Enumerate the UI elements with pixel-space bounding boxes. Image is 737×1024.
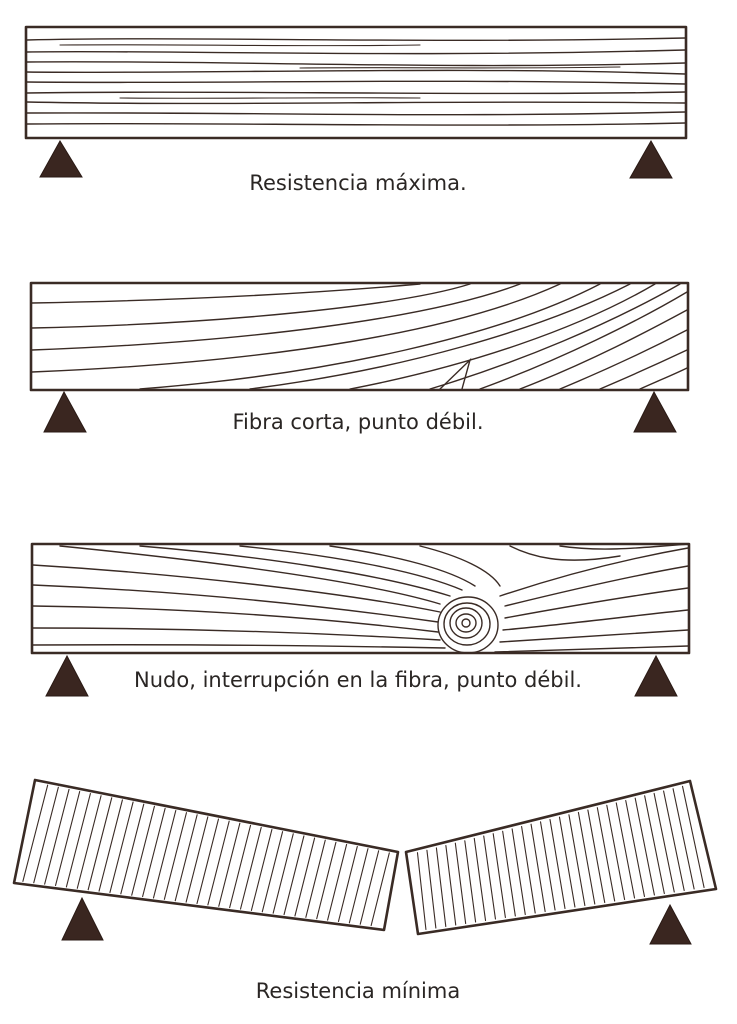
fiber-line — [587, 809, 606, 904]
fiber-line — [596, 807, 616, 902]
fiber-line — [196, 818, 220, 905]
fiber-line — [207, 820, 230, 906]
fiber-line — [653, 792, 675, 893]
fiber-line — [152, 809, 177, 899]
support-right-3 — [634, 654, 678, 697]
fiber-line — [454, 842, 467, 925]
fiber-line — [370, 852, 390, 927]
support-left-1 — [39, 140, 83, 178]
fiber-line — [87, 797, 113, 891]
fiber-line — [445, 844, 457, 926]
fiber-line — [539, 821, 556, 911]
grain-lines-diagonal — [31, 283, 688, 390]
fiber-line — [327, 843, 348, 921]
support-right-1 — [629, 139, 673, 179]
fiber-line — [54, 790, 81, 887]
fiber-line — [22, 784, 49, 882]
knot — [437, 596, 499, 654]
fiber-line — [511, 828, 526, 916]
fiber-line — [174, 814, 198, 902]
fiber-line — [663, 790, 685, 892]
fiber-line — [76, 795, 102, 889]
fiber-line — [305, 839, 326, 918]
fiber-line — [426, 849, 437, 929]
fiber-line — [483, 835, 497, 920]
fiber-line — [142, 807, 166, 898]
support-left-3 — [45, 654, 89, 697]
support-left-4 — [61, 896, 104, 941]
fiber-line — [98, 799, 123, 892]
fiber-line — [672, 788, 695, 890]
fiber-line — [558, 816, 576, 908]
fiber-line — [577, 811, 596, 905]
figure-knot: Nudo, interrupción en la fibra, punto dé… — [30, 542, 691, 697]
fiber-line — [681, 785, 705, 889]
fiber-line — [530, 823, 546, 913]
grain-lines-knot — [32, 543, 689, 653]
fiber-line — [261, 831, 284, 913]
fiber-line — [473, 837, 487, 922]
fiber-line — [163, 812, 188, 900]
fiber-line — [625, 800, 646, 898]
fiber-line — [185, 816, 209, 903]
fiber-line — [250, 829, 273, 911]
fiber-line — [568, 814, 586, 907]
fiber-line — [239, 826, 262, 910]
fiber-line — [283, 835, 305, 916]
caption-diagonal-grain: Fibra corta, punto débil. — [232, 410, 483, 434]
fiber-line — [606, 804, 626, 901]
fiber-line — [65, 793, 91, 888]
fiber-line — [294, 837, 316, 917]
fiber-line — [33, 786, 59, 884]
fiber-line — [502, 830, 516, 917]
beam-broken-left — [12, 778, 400, 932]
figure-diagonal-grain: Fibra corta, punto débil. — [29, 281, 690, 434]
support-right-2 — [633, 390, 677, 433]
grain-lines-straight — [26, 37, 686, 126]
fiber-line — [109, 801, 134, 893]
fiber-line — [492, 833, 506, 919]
fiber-line — [615, 802, 636, 899]
caption-straight-grain: Resistencia máxima. — [249, 171, 466, 195]
support-right-4 — [649, 903, 692, 945]
fiber-line — [521, 826, 536, 914]
fiber-line — [120, 803, 145, 895]
fiber-line — [435, 847, 447, 928]
fiber-line — [644, 795, 665, 895]
fiber-line — [634, 797, 655, 896]
caption-broken: Resistencia mínima — [256, 979, 460, 1003]
fiber-line — [131, 805, 155, 896]
fiber-line — [337, 845, 358, 923]
beam-diagonal-grain — [29, 281, 690, 392]
fiber-line — [359, 850, 380, 925]
figure-straight-grain: Resistencia máxima. — [24, 25, 688, 195]
fiber-line — [348, 848, 369, 924]
fiber-line — [464, 840, 477, 923]
fiber-line — [416, 852, 427, 931]
fiber-line — [272, 833, 294, 914]
figure-broken: Resistencia mínima — [12, 778, 718, 1003]
fiber-line — [316, 841, 337, 920]
fiber-line — [229, 824, 252, 909]
fiber-line — [44, 788, 70, 885]
support-left-2 — [43, 390, 87, 433]
beam-broken-right — [404, 779, 718, 936]
fiber-line — [549, 818, 566, 910]
fiber-line — [218, 822, 241, 907]
caption-knot: Nudo, interrupción en la fibra, punto dé… — [134, 668, 582, 692]
